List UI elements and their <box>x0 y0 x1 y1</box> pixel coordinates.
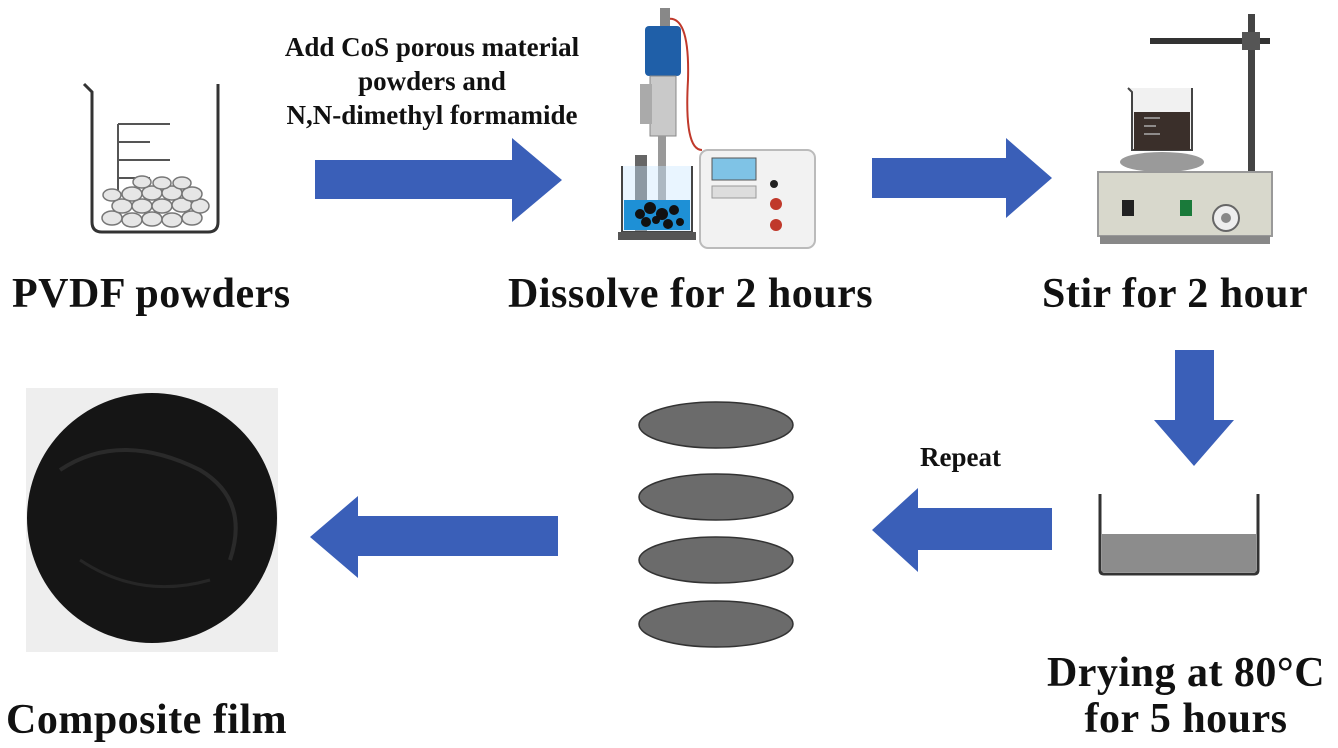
step-drying-label: Drying at 80°C for 5 hours <box>1036 650 1336 742</box>
step-drying-line-2: for 5 hours <box>1084 696 1288 742</box>
step-drying-line-1: Drying at 80°C <box>1046 650 1326 696</box>
composite-film-photo <box>26 388 278 652</box>
magnetic-stirrer-icon <box>1097 14 1273 244</box>
step-stir-label: Stir for 2 hour <box>1042 271 1309 317</box>
step-composite-film-label: Composite film <box>6 697 288 743</box>
add-reagents-line-1: Add CoS porous material <box>284 32 580 62</box>
repeat-label: Repeat <box>920 442 1001 472</box>
arrow-left-final <box>310 496 558 578</box>
drying-tray-icon <box>1098 494 1260 576</box>
film-stack-icon <box>638 401 794 648</box>
ultrasonic-homogenizer-icon <box>618 8 816 249</box>
step-dissolve-label: Dissolve for 2 hours <box>508 271 874 317</box>
arrow-right-1 <box>315 138 562 222</box>
add-reagents-label: Add CoS porous material powders and N,N-… <box>244 30 620 132</box>
step-pvdf-powders-label: PVDF powders <box>12 271 291 317</box>
arrow-left-repeat <box>872 488 1052 572</box>
arrow-down-1 <box>1154 350 1234 466</box>
add-reagents-line-2: powders and <box>358 66 506 96</box>
beaker-powder-icon <box>82 82 220 234</box>
add-reagents-line-3: N,N-dimethyl formamide <box>286 100 578 130</box>
arrow-right-2 <box>872 138 1052 218</box>
